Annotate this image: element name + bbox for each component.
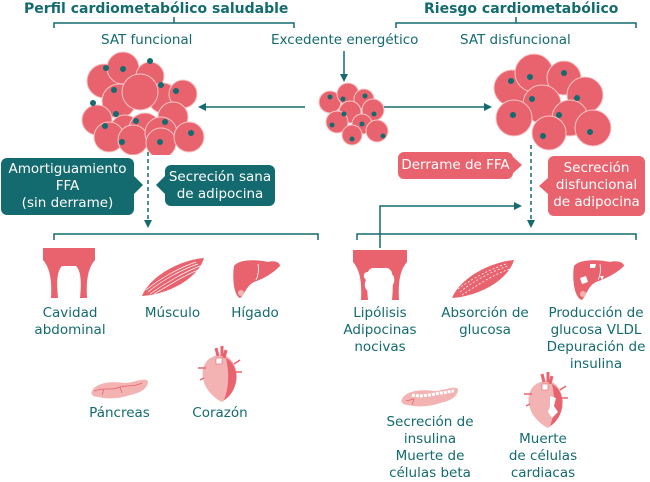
callout-line: disfuncional: [555, 177, 638, 193]
sat-functional-cells-icon: [81, 51, 205, 155]
energy-excess-label: Excedente energético: [271, 32, 419, 48]
pancreas-icon: [91, 379, 148, 399]
label-line: de células: [508, 448, 578, 464]
heart-icon: [524, 372, 568, 428]
label-line: Corazón: [192, 405, 248, 421]
risk-profile-title: Riesgo cardiometabólico: [424, 1, 619, 17]
muscle-icon: [452, 260, 514, 298]
label-line: células beta: [389, 465, 471, 481]
label-line: Secreción de: [386, 414, 474, 430]
label-line: glucosa VLDL: [550, 322, 642, 338]
callout-pointer: [133, 175, 143, 195]
label-line: abdominal: [34, 322, 106, 338]
callout-line: Secreción: [563, 160, 630, 176]
callout-line: de adipocina: [176, 186, 264, 202]
organ-label-beta-cells: Secreción de insulina Muerte de células …: [375, 414, 485, 482]
label-line: insulina: [403, 431, 457, 447]
abdomen-icon: [353, 250, 407, 300]
muscle-icon: [142, 258, 204, 296]
label-line: Cavidad: [42, 305, 98, 321]
liver-icon: [233, 260, 280, 298]
label-line: Páncreas: [89, 405, 150, 421]
pancreas-icon: [401, 387, 458, 407]
healthy-profile-title: Perfil cardiometabólico saludable: [24, 1, 289, 17]
ffa-spill-callout: Derrame de FFA: [398, 152, 513, 179]
label-line: insulina: [569, 356, 623, 372]
label-line: Lipólisis: [353, 305, 407, 321]
label-line: Muerte: [519, 431, 567, 447]
risk-organs-bracket: [356, 233, 637, 240]
organ-label-abdominal: Cavidad abdominal: [20, 305, 120, 339]
organ-label-muscle: Músculo: [135, 305, 210, 322]
label-line: Adipocinas: [343, 322, 417, 338]
callout-line: Amortiguamiento: [8, 161, 127, 177]
label-line: Músculo: [144, 305, 201, 321]
label-line: Hígado: [231, 305, 279, 321]
organ-label-heart: Corazón: [185, 405, 255, 422]
callout-pointer: [539, 177, 549, 195]
label-line: Depuración de: [546, 339, 646, 355]
label-line: Producción de: [548, 305, 644, 321]
label-line: Absorción de: [441, 305, 529, 321]
organ-label-lipolysis: Lipólisis Adipocinas nocivas: [325, 305, 435, 356]
sat-dysfunctional-cells-icon: [493, 53, 612, 151]
energy-excess-cells-icon: [318, 82, 389, 146]
heart-icon: [198, 346, 242, 402]
callout-line: de adipocina: [553, 194, 640, 210]
label-line: Muerte de: [395, 448, 465, 464]
healthy-organs-bracket: [53, 233, 319, 240]
callout-pointer: [512, 156, 522, 174]
lipolysis-feedback-arrow: [379, 202, 522, 248]
risk-header-bracket: [395, 17, 637, 28]
callout-line: Derrame de FFA: [401, 157, 510, 173]
healthy-header-bracket: [53, 17, 295, 28]
callout-line: Secreción sana: [168, 169, 272, 185]
dysfunctional-adipokine-callout: Secreción disfuncional de adipocina: [548, 156, 645, 216]
callout-pointer: [156, 175, 166, 195]
healthy-adipokine-callout: Secreción sana de adipocina: [165, 165, 275, 206]
label-line: nocivas: [354, 339, 406, 355]
sat-dysfunctional-label: SAT disfuncional: [460, 32, 571, 48]
organ-label-glucose-uptake: Absorción de glucosa: [435, 305, 535, 339]
organ-label-liver: Hígado: [225, 305, 285, 322]
sat-functional-label: SAT funcional: [101, 32, 193, 48]
organ-label-liver-risk: Producción de glucosa VLDL Depuración de…: [540, 305, 650, 373]
callout-line: FFA: [55, 178, 80, 194]
callout-line: (sin derrame): [21, 195, 114, 211]
label-line: glucosa: [459, 322, 511, 338]
organ-label-pancreas: Páncreas: [82, 405, 157, 422]
liver-icon: [573, 260, 624, 300]
abdomen-icon: [43, 248, 95, 298]
label-line: cardiacas: [510, 465, 576, 481]
organ-label-cardiac-cells: Muerte de células cardiacas: [497, 431, 589, 482]
ffa-buffering-callout: Amortiguamiento FFA (sin derrame): [1, 158, 134, 215]
